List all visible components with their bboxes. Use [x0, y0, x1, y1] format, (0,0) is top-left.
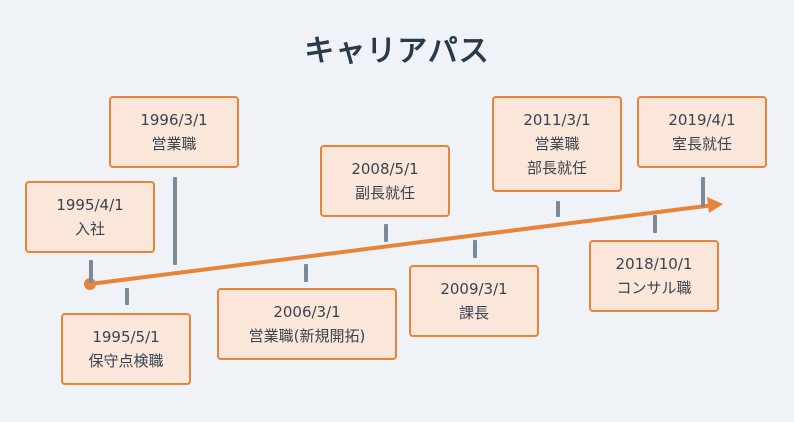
- event-tick: [384, 224, 388, 242]
- event-date: 2008/5/1: [351, 160, 419, 178]
- event-date: 1995/5/1: [92, 328, 160, 346]
- event-tick: [173, 177, 177, 265]
- event-label: 室長就任: [671, 135, 732, 153]
- event-date: 2018/10/1: [615, 255, 693, 273]
- event-date: 1996/3/1: [140, 111, 208, 129]
- arrow-head-icon: [707, 197, 723, 213]
- event-label: 営業職: [534, 135, 580, 153]
- event-box: 1995/5/1 保守点検職: [61, 313, 191, 385]
- event-tick: [473, 240, 477, 258]
- page-title: キャリアパス: [304, 34, 490, 69]
- event-box: 2019/4/1 室長就任: [637, 96, 767, 168]
- event-box: 2006/3/1 営業職(新規開拓): [217, 288, 397, 360]
- event-label: 営業職: [151, 135, 197, 153]
- event-box: 2018/10/1 コンサル職: [589, 240, 719, 312]
- event-tick: [653, 215, 657, 233]
- event-box: 1995/4/1 入社: [25, 181, 155, 253]
- event-box: 2008/5/1 副長就任: [320, 145, 450, 217]
- event-tick: [125, 288, 129, 305]
- event-label: コンサル職: [616, 279, 692, 297]
- event-tick: [556, 201, 560, 217]
- event-label: 副長就任: [354, 184, 415, 202]
- event-date: 2019/4/1: [668, 111, 736, 129]
- event-date: 2011/3/1: [523, 111, 591, 129]
- event-label: 営業職(新規開拓): [248, 327, 366, 345]
- event-box: 1996/3/1 営業職: [109, 96, 239, 168]
- event-tick: [304, 264, 308, 282]
- event-date: 2009/3/1: [440, 280, 508, 298]
- event-tick: [701, 177, 705, 207]
- timeline-line: [89, 203, 711, 286]
- event-label: 課長: [458, 304, 489, 322]
- event-label: 保守点検職: [88, 352, 164, 370]
- event-date: 2006/3/1: [273, 303, 341, 321]
- event-box: 2009/3/1 課長: [409, 265, 539, 337]
- event-label: 入社: [74, 220, 105, 238]
- event-date: 1995/4/1: [56, 196, 124, 214]
- timeline-start-dot: [84, 278, 96, 290]
- event-box: 2011/3/1 営業職 部長就任: [492, 96, 622, 192]
- event-tick: [89, 260, 93, 283]
- event-label: 部長就任: [526, 159, 587, 177]
